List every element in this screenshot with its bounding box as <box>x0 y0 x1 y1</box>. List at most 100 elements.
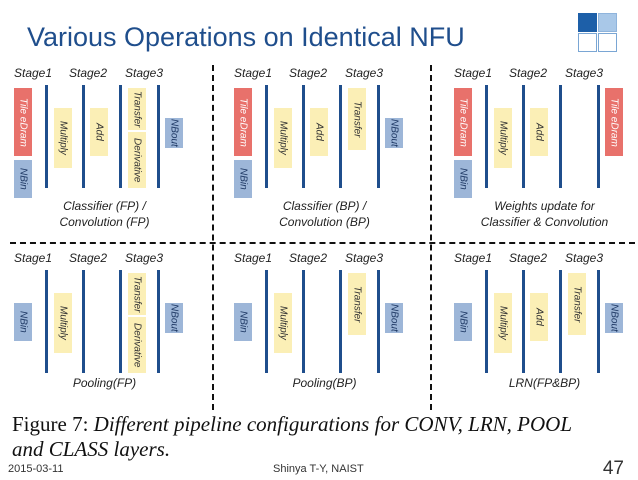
multiply-box-label: Multiply <box>57 121 69 155</box>
stage-separator <box>119 270 122 373</box>
panel-caption-line: Convolution (BP) <box>279 215 370 229</box>
nbout-box: NBout <box>385 303 403 333</box>
stage-separator <box>377 85 380 188</box>
nbin-box-label: NBin <box>17 168 29 190</box>
stage-separator <box>485 270 488 373</box>
add-box: Add <box>530 108 548 156</box>
figure-caption-line2: and CLASS layers. <box>12 437 171 461</box>
transfer-box: Transfer <box>348 273 366 335</box>
panel-caption: Pooling(BP) <box>232 375 417 391</box>
tile-edram-box: Tile eDram <box>234 88 252 156</box>
stage-separator <box>265 85 268 188</box>
nbout-box-label: NBout <box>388 304 400 332</box>
stage-label: Stage1 <box>14 66 53 80</box>
stage-label: Stage1 <box>454 66 493 80</box>
nbout-box: NBout <box>385 118 403 148</box>
panel-caption-line: Classifier (FP) / <box>63 199 146 213</box>
stage-separator <box>265 270 268 373</box>
horizontal-divider <box>10 242 635 244</box>
stage-separator <box>45 270 48 373</box>
transfer-box-label: Transfer <box>351 285 363 323</box>
stage-separator <box>82 85 85 188</box>
stage-label: Stage2 <box>69 66 108 80</box>
footer-date: 2015-03-11 <box>8 463 64 475</box>
stage-separator <box>559 270 562 373</box>
panel-caption: Classifier (BP) / Convolution (BP) <box>232 198 417 230</box>
stage-separator <box>157 270 160 373</box>
figure-caption-prefix: Figure 7: <box>12 412 94 436</box>
stage-label: Stage3 <box>125 251 164 265</box>
add-box-label: Add <box>93 123 105 141</box>
nbin-box-label: NBin <box>17 311 29 333</box>
stage-label: Stage3 <box>565 66 604 80</box>
stage-separator <box>339 85 342 188</box>
nbin-box: NBin <box>454 160 472 198</box>
tile-edram-box: Tile eDram <box>454 88 472 156</box>
nbin-box-label: NBin <box>457 311 469 333</box>
panel-caption-line: Classifier & Convolution <box>480 215 609 229</box>
panel-caption-line: Convolution (FP) <box>59 215 150 229</box>
add-box-label: Add <box>533 123 545 141</box>
logo-square-icon <box>598 13 617 32</box>
nbin-box-label: NBin <box>237 311 249 333</box>
stage-label: Stage1 <box>234 66 273 80</box>
stage-separator <box>485 85 488 188</box>
nbin-box: NBin <box>234 160 252 198</box>
stage-label: Stage2 <box>289 66 328 80</box>
vertical-divider <box>430 65 432 410</box>
footer-author: Shinya T-Y, NAIST <box>273 463 364 475</box>
transfer-box-label: Transfer <box>351 100 363 138</box>
stage-label: Stage1 <box>234 251 273 265</box>
nbout-box: NBout <box>605 303 623 333</box>
logo-square-icon <box>578 33 597 52</box>
derivative-box: Derivative <box>128 317 146 373</box>
add-box-label: Add <box>533 308 545 326</box>
transfer-box: Transfer <box>568 273 586 335</box>
stage-separator <box>597 85 600 188</box>
multiply-box: Multiply <box>54 293 72 353</box>
nbout-box: NBout <box>165 303 183 333</box>
transfer-box-label: Transfer <box>571 285 583 323</box>
multiply-box-label: Multiply <box>277 121 289 155</box>
stage-separator <box>119 85 122 188</box>
stage-label: Stage2 <box>69 251 108 265</box>
multiply-box: Multiply <box>54 108 72 168</box>
tile-edram-box: Tile eDram <box>605 88 623 156</box>
add-box: Add <box>530 293 548 341</box>
add-box: Add <box>310 108 328 156</box>
tile-edram-box-label: Tile eDram <box>457 97 469 147</box>
stage-separator <box>45 85 48 188</box>
panel-caption-line: LRN(FP&BP) <box>508 376 581 390</box>
nbout-box-label: NBout <box>168 304 180 332</box>
stage-label: Stage2 <box>509 251 548 265</box>
nbin-box-label: NBin <box>457 168 469 190</box>
vertical-divider <box>212 65 214 410</box>
stage-separator <box>302 85 305 188</box>
derivative-box: Derivative <box>128 132 146 188</box>
nbin-box: NBin <box>454 303 472 341</box>
stage-separator <box>302 270 305 373</box>
tile-edram-box: Tile eDram <box>14 88 32 156</box>
nbin-box: NBin <box>234 303 252 341</box>
panel-caption-line: Pooling(FP) <box>72 376 137 390</box>
nbin-box-label: NBin <box>237 168 249 190</box>
transfer-box: Transfer <box>128 273 146 315</box>
nbout-box-label: NBout <box>608 304 620 332</box>
add-box: Add <box>90 108 108 156</box>
figure-caption-line1: Different pipeline configurations for CO… <box>93 412 573 436</box>
panel-caption-line: Classifier (BP) / <box>282 199 367 213</box>
add-box-label: Add <box>313 123 325 141</box>
nbout-box-label: NBout <box>168 119 180 147</box>
transfer-box: Transfer <box>348 88 366 150</box>
figure-caption: Figure 7: Different pipeline configurati… <box>12 412 572 462</box>
stage-label: Stage3 <box>345 251 384 265</box>
panel-caption: Pooling(FP) <box>12 375 197 391</box>
transfer-box: Transfer <box>128 88 146 130</box>
nbin-box: NBin <box>14 303 32 341</box>
stage-label: Stage1 <box>14 251 53 265</box>
panel-caption: LRN(FP&BP) <box>452 375 637 391</box>
stage-separator <box>522 85 525 188</box>
stage-separator <box>157 85 160 188</box>
transfer-box-label: Transfer <box>131 275 143 313</box>
